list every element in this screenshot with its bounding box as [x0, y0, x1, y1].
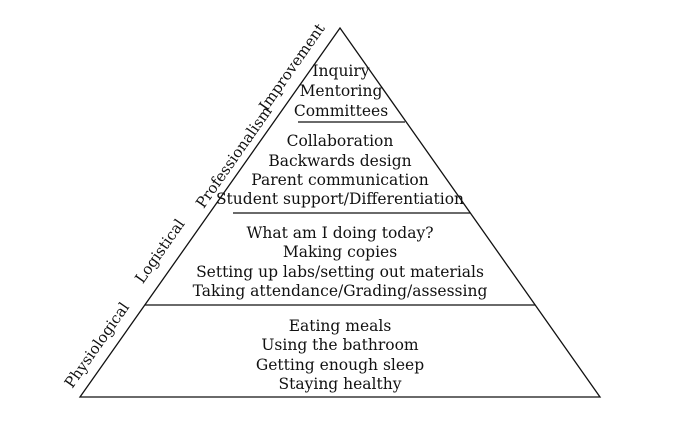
level-item: Setting up labs/setting out materials [196, 263, 484, 281]
level-item: Student support/Differentiation [216, 190, 464, 208]
level-label: Logistical [131, 215, 188, 286]
level-item: What am I doing today? [246, 224, 433, 242]
level-item: Parent communication [251, 171, 428, 189]
level-improvement: Inquiry Mentoring Committees Improvement [255, 20, 388, 120]
level-label: Physiological [61, 299, 133, 392]
level-item: Taking attendance/Grading/assessing [193, 282, 488, 300]
level-item: Using the bathroom [261, 336, 419, 354]
level-item: Mentoring [300, 82, 383, 100]
level-item: Getting enough sleep [256, 356, 424, 374]
level-item: Backwards design [268, 152, 411, 170]
level-item: Collaboration [287, 132, 394, 150]
level-item: Making copies [283, 243, 397, 261]
level-item: Eating meals [289, 317, 392, 335]
level-item: Inquiry [312, 62, 369, 80]
level-item: Staying healthy [279, 375, 402, 393]
level-item: Committees [294, 102, 388, 120]
level-logistical: What am I doing today? Making copies Set… [131, 215, 487, 300]
